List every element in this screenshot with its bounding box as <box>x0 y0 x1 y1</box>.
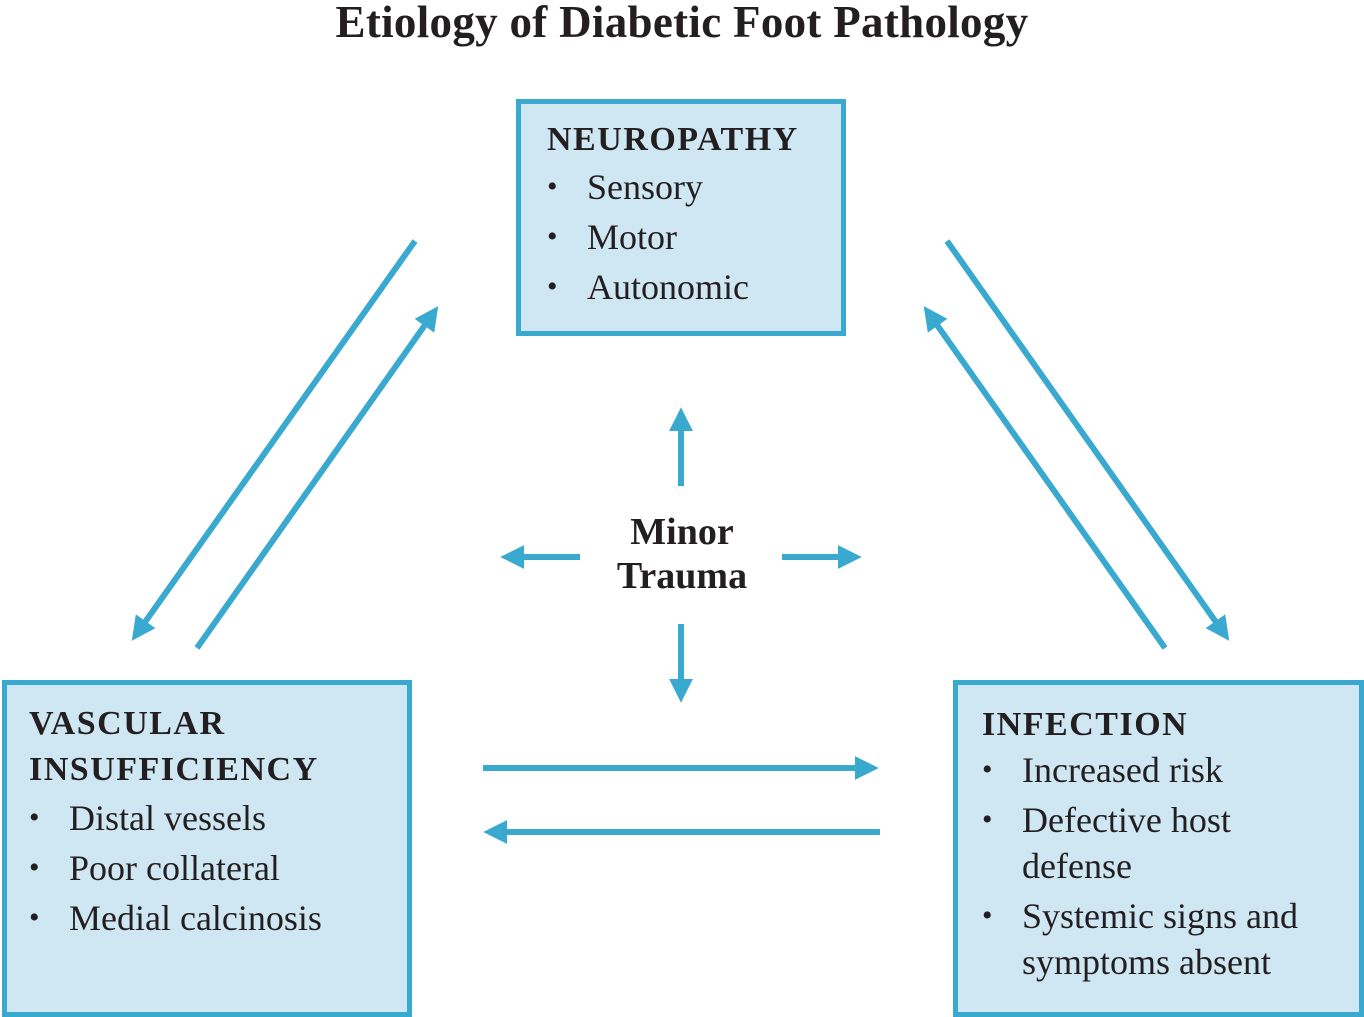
vascular-list: •Distal vessels •Poor collateral •Medial… <box>29 793 407 943</box>
list-item: •Sensory <box>547 162 841 212</box>
infection-box: INFECTION •Increased risk •Defective hos… <box>953 680 1364 1017</box>
minor-trauma-line1: Minor <box>630 511 734 553</box>
minor-trauma-label: Minor Trauma <box>580 510 784 598</box>
arrow-neuropathy-to-vascular <box>131 239 418 641</box>
arrow-neuropathy-to-infection <box>944 239 1230 641</box>
vascular-heading-line1: VASCULAR <box>29 705 226 742</box>
bullet-icon: • <box>29 851 40 884</box>
bullet-icon: • <box>547 270 558 303</box>
list-item: •Motor <box>547 212 841 262</box>
bullet-icon: • <box>982 753 993 786</box>
neuropathy-list: •Sensory •Motor •Autonomic <box>547 162 841 312</box>
diagram-title: Etiology of Diabetic Foot Pathology <box>335 0 1029 47</box>
bullet-icon: • <box>982 899 993 932</box>
bullet-icon: • <box>547 220 558 253</box>
neuropathy-box: NEUROPATHY •Sensory •Motor •Autonomic <box>516 99 846 336</box>
vascular-insufficiency-box: VASCULAR INSUFFICIENCY •Distal vessels •… <box>2 680 412 1017</box>
list-item: •Autonomic <box>547 262 841 312</box>
list-item: •Distal vessels <box>29 793 407 843</box>
neuropathy-heading: NEUROPATHY <box>547 121 799 158</box>
minor-trauma-line2: Trauma <box>616 555 748 597</box>
bullet-icon: • <box>29 801 40 834</box>
infection-heading: INFECTION <box>982 706 1189 743</box>
list-item: •Increased risk <box>982 747 1359 793</box>
bullet-icon: • <box>982 803 993 836</box>
bullet-icon: • <box>547 170 558 203</box>
list-item: •Poor collateral <box>29 843 407 893</box>
list-item: •Medial calcinosis <box>29 893 407 943</box>
arrow-infection-to-neuropathy <box>923 306 1168 650</box>
arrow-vascular-to-neuropathy <box>194 306 439 650</box>
bullet-icon: • <box>29 901 40 934</box>
vascular-heading-line2: INSUFFICIENCY <box>29 751 319 788</box>
